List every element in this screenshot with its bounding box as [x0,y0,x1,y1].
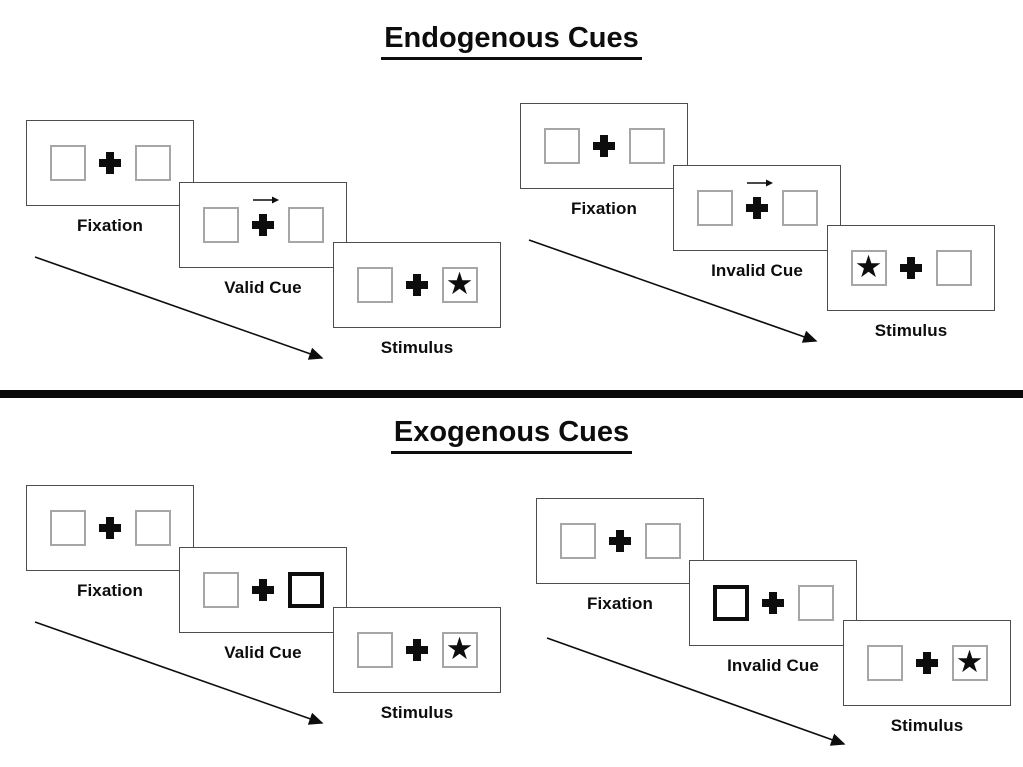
section-divider [0,390,1023,398]
fixation-cross-icon [99,517,121,539]
star-stimulus-icon: ★ [445,631,474,666]
right-box-with-star: ★ [441,631,478,668]
exogenous-section-title: Exogenous Cues [0,416,1023,455]
left-box [866,645,903,681]
cue-label: Invalid Cue [711,261,803,280]
fixation-cross-icon [916,652,938,674]
center-group [596,523,645,559]
stimulus-card: ★ [843,620,1011,706]
cue-arrow-right-icon [747,179,773,187]
stimulus-label: Stimulus [380,338,454,357]
fixation-cross-icon [99,152,121,174]
fixation-card [536,498,704,584]
fixation-cross-icon [609,530,631,552]
stimulus-card: ★ [827,225,995,311]
left-box [356,632,393,668]
left-box-highlighted-cue [712,585,749,621]
center-group [393,267,442,303]
cue-card [689,560,857,646]
cue-card [179,182,347,268]
fixation-cross-icon [406,639,428,661]
left-box [356,267,393,303]
stimulus-card: ★ [333,242,501,328]
endogenous-title-text: Endogenous Cues [381,22,642,61]
right-box [134,145,171,181]
fixation-card [26,120,194,206]
left-box [202,572,239,608]
center-group [903,645,952,681]
left-box [49,145,86,181]
panel-exogenous-invalid: Fixation Invalid Cue ★ Stimulus [536,498,1023,760]
cue-label: Invalid Cue [727,656,819,675]
center-group [86,145,135,181]
fixation-card [26,485,194,571]
fixation-card [520,103,688,189]
right-box [781,190,818,226]
center-group [239,196,288,243]
right-box [644,523,681,559]
fixation-cross-icon [252,579,274,601]
center-group [749,585,798,621]
fixation-cross-icon [252,214,274,236]
fixation-cross-icon [746,197,768,219]
stimulus-label: Stimulus [874,321,948,340]
panel-exogenous-valid: Fixation Valid Cue ★ Stimulus [26,485,526,747]
center-group [86,510,135,546]
fixation-label: Fixation [77,581,143,600]
left-box [543,128,580,164]
center-group [887,250,936,286]
left-box [49,510,86,546]
star-stimulus-icon: ★ [955,644,984,679]
cue-card [673,165,841,251]
cue-label: Valid Cue [224,278,302,297]
right-box-highlighted-cue [287,572,324,608]
right-box-with-star: ★ [441,266,478,303]
fixation-label: Fixation [571,199,637,218]
cue-label: Valid Cue [224,643,302,662]
fixation-cross-icon [900,257,922,279]
stimulus-card: ★ [333,607,501,693]
cue-arrow-right-icon [253,196,279,204]
center-group [239,572,288,608]
right-box [287,207,324,243]
fixation-cross-icon [593,135,615,157]
exogenous-title-text: Exogenous Cues [390,416,633,455]
left-box [202,207,239,243]
cue-card [179,547,347,633]
left-box [559,523,596,559]
endogenous-section-title: Endogenous Cues [0,22,1023,61]
center-group [733,179,782,226]
right-box-with-star: ★ [951,644,988,681]
right-box [134,510,171,546]
fixation-cross-icon [762,592,784,614]
center-group [393,632,442,668]
right-box [935,250,972,286]
right-box [628,128,665,164]
fixation-label: Fixation [77,216,143,235]
fixation-label: Fixation [587,594,653,613]
left-box [696,190,733,226]
panel-endogenous-invalid: Fixation Invalid Cue ★ Stimulus [520,103,1020,365]
star-stimulus-icon: ★ [854,249,883,284]
fixation-cross-icon [406,274,428,296]
right-box [797,585,834,621]
stimulus-label: Stimulus [890,716,964,735]
stimulus-label: Stimulus [380,703,454,722]
star-stimulus-icon: ★ [445,266,474,301]
panel-endogenous-valid: Fixation Valid Cue ★ Stimulus [26,120,526,382]
center-group [580,128,629,164]
left-box-with-star: ★ [850,249,887,286]
